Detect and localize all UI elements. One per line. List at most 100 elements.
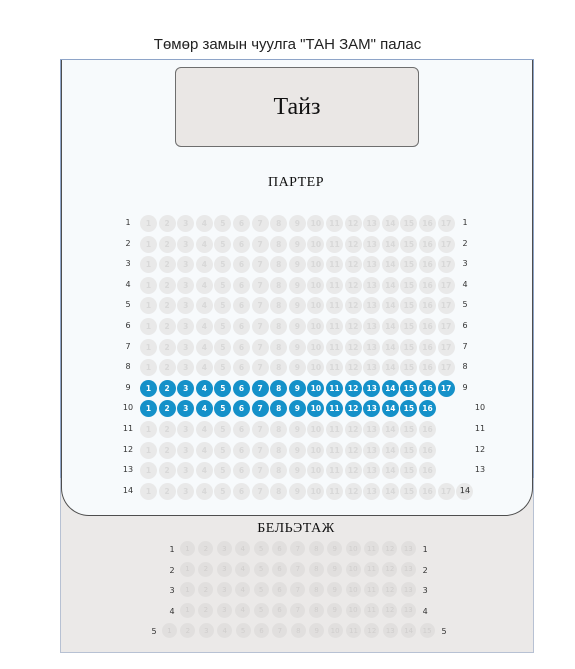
seat-unavailable[interactable]: 4 xyxy=(195,462,213,480)
seat-available[interactable]: 3 xyxy=(177,400,195,418)
seat-unavailable[interactable]: 7 xyxy=(290,561,306,577)
seat-unavailable[interactable]: 15 xyxy=(400,462,418,480)
seat-unavailable[interactable]: 6 xyxy=(233,462,250,480)
seat-unavailable[interactable]: 3 xyxy=(216,602,232,618)
seat-unavailable[interactable]: 5 xyxy=(214,441,232,459)
seat-unavailable[interactable]: 16 xyxy=(419,297,436,315)
seat-unavailable[interactable]: 13 xyxy=(363,482,381,500)
seat-unavailable[interactable]: 1 xyxy=(140,338,157,356)
seat-unavailable[interactable]: 2 xyxy=(198,582,214,597)
seat-unavailable[interactable]: 11 xyxy=(326,421,343,438)
seat-unavailable[interactable]: 6 xyxy=(233,482,250,500)
seat-unavailable[interactable]: 6 xyxy=(233,441,250,459)
seat-unavailable[interactable]: 14 xyxy=(381,462,399,480)
seat-unavailable[interactable]: 4 xyxy=(195,235,213,253)
seat-unavailable[interactable]: 11 xyxy=(364,602,379,618)
seat-unavailable[interactable]: 1 xyxy=(140,421,157,438)
seat-unavailable[interactable]: 16 xyxy=(419,235,436,253)
seat-unavailable[interactable]: 9 xyxy=(288,359,306,377)
seat-unavailable[interactable]: 9 xyxy=(288,318,306,335)
seat-unavailable[interactable]: 12 xyxy=(344,256,362,274)
seat-unavailable[interactable]: 8 xyxy=(270,276,288,294)
seat-unavailable[interactable]: 8 xyxy=(270,462,288,480)
seat-available[interactable]: 9 xyxy=(288,400,306,418)
seat-available[interactable]: 13 xyxy=(363,379,381,397)
seat-unavailable[interactable]: 7 xyxy=(251,338,269,356)
seat-unavailable[interactable]: 4 xyxy=(235,602,251,618)
seat-unavailable[interactable]: 4 xyxy=(195,359,213,377)
seat-unavailable[interactable]: 9 xyxy=(309,623,325,638)
seat-unavailable[interactable]: 11 xyxy=(326,276,343,294)
seat-unavailable[interactable]: 5 xyxy=(214,215,232,232)
seat-unavailable[interactable]: 11 xyxy=(364,582,379,597)
seat-unavailable[interactable]: 8 xyxy=(270,297,288,315)
seat-unavailable[interactable]: 10 xyxy=(307,441,325,459)
seat-unavailable[interactable]: 8 xyxy=(270,421,288,438)
seat-unavailable[interactable]: 6 xyxy=(233,276,250,294)
seat-unavailable[interactable]: 4 xyxy=(195,276,213,294)
seat-unavailable[interactable]: 1 xyxy=(140,318,157,335)
seat-available[interactable]: 11 xyxy=(326,400,343,418)
seat-unavailable[interactable]: 13 xyxy=(400,582,416,597)
seat-available[interactable]: 10 xyxy=(307,400,325,418)
seat-unavailable[interactable]: 8 xyxy=(270,482,288,500)
seat-unavailable[interactable]: 14 xyxy=(381,297,399,315)
seat-unavailable[interactable]: 8 xyxy=(270,338,288,356)
seat-unavailable[interactable]: 4 xyxy=(195,297,213,315)
seat-unavailable[interactable]: 3 xyxy=(177,441,195,459)
seat-unavailable[interactable]: 15 xyxy=(400,318,418,335)
seat-unavailable[interactable]: 15 xyxy=(400,338,418,356)
seat-unavailable[interactable]: 6 xyxy=(254,623,269,638)
seat-unavailable[interactable]: 13 xyxy=(382,623,398,638)
seat-unavailable[interactable]: 5 xyxy=(214,235,232,253)
seat-unavailable[interactable]: 3 xyxy=(177,276,195,294)
seat-unavailable[interactable]: 7 xyxy=(251,297,269,315)
seat-unavailable[interactable]: 2 xyxy=(158,276,176,294)
seat-unavailable[interactable]: 15 xyxy=(400,256,418,274)
seat-unavailable[interactable]: 10 xyxy=(307,462,325,480)
seat-unavailable[interactable]: 4 xyxy=(195,318,213,335)
seat-unavailable[interactable]: 5 xyxy=(214,276,232,294)
seat-unavailable[interactable]: 11 xyxy=(326,359,343,377)
seat-unavailable[interactable]: 9 xyxy=(327,602,343,618)
seat-unavailable[interactable]: 13 xyxy=(363,276,381,294)
seat-unavailable[interactable]: 2 xyxy=(198,541,214,556)
seat-unavailable[interactable]: 15 xyxy=(400,276,418,294)
seat-unavailable[interactable]: 11 xyxy=(326,318,343,335)
seat-unavailable[interactable]: 14 xyxy=(381,482,399,500)
seat-unavailable[interactable]: 7 xyxy=(290,582,306,597)
seat-unavailable[interactable]: 12 xyxy=(344,318,362,335)
seat-unavailable[interactable]: 11 xyxy=(326,235,343,253)
seat-unavailable[interactable]: 3 xyxy=(177,235,195,253)
seat-unavailable[interactable]: 16 xyxy=(419,441,436,459)
seat-unavailable[interactable]: 9 xyxy=(327,561,343,577)
seat-unavailable[interactable]: 7 xyxy=(272,623,288,638)
seat-unavailable[interactable]: 16 xyxy=(419,338,436,356)
seat-unavailable[interactable]: 3 xyxy=(216,541,232,556)
seat-available[interactable]: 8 xyxy=(270,400,288,418)
seat-available[interactable]: 5 xyxy=(214,379,232,397)
seat-available[interactable]: 17 xyxy=(437,379,455,397)
seat-unavailable[interactable]: 3 xyxy=(177,318,195,335)
seat-unavailable[interactable]: 11 xyxy=(326,482,343,500)
seat-unavailable[interactable]: 6 xyxy=(233,421,250,438)
seat-unavailable[interactable]: 14 xyxy=(381,359,399,377)
seat-unavailable[interactable]: 12 xyxy=(382,602,398,618)
seat-unavailable[interactable]: 8 xyxy=(270,318,288,335)
seat-unavailable[interactable]: 9 xyxy=(288,215,306,232)
seat-available[interactable]: 4 xyxy=(195,400,213,418)
seat-unavailable[interactable]: 14 xyxy=(381,276,399,294)
seat-unavailable[interactable]: 2 xyxy=(180,623,196,638)
seat-unavailable[interactable]: 7 xyxy=(251,462,269,480)
seat-unavailable[interactable]: 3 xyxy=(177,297,195,315)
seat-available[interactable]: 15 xyxy=(400,379,418,397)
seat-unavailable[interactable]: 14 xyxy=(381,235,399,253)
seat-unavailable[interactable]: 12 xyxy=(344,482,362,500)
seat-unavailable[interactable]: 4 xyxy=(195,215,213,232)
seat-unavailable[interactable]: 11 xyxy=(326,297,343,315)
seat-unavailable[interactable]: 5 xyxy=(214,462,232,480)
seat-unavailable[interactable]: 8 xyxy=(290,623,306,638)
seat-unavailable[interactable]: 10 xyxy=(307,297,325,315)
seat-unavailable[interactable]: 8 xyxy=(308,541,324,556)
seat-unavailable[interactable]: 6 xyxy=(233,318,250,335)
